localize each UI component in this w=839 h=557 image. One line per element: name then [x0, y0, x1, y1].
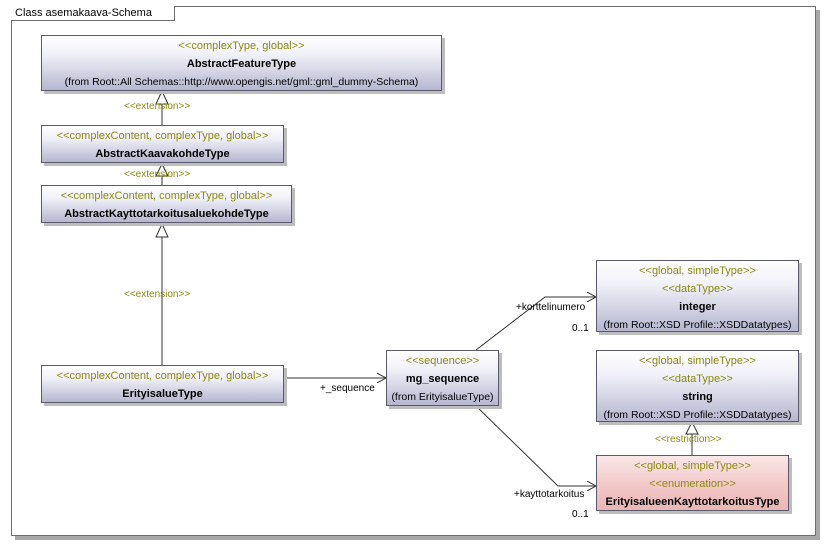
association-korttelinumero-line — [475, 297, 596, 351]
extension-label: <<extension>> — [124, 169, 191, 180]
class-box-mg-sequence[interactable]: <<sequence>> mg_sequence (from Erityisal… — [386, 350, 499, 406]
stereotype-label: <<sequence>> — [405, 355, 480, 367]
stereotype-label: <<global, simpleType>> — [639, 355, 756, 367]
korttelinumero-role-label: +korttelinumero — [516, 302, 586, 313]
class-name: AbstractKaavakohdeType — [95, 148, 230, 160]
class-name: ErityisalueType — [122, 388, 203, 400]
class-box-integer[interactable]: <<global, simpleType>> <<dataType>> inte… — [596, 260, 799, 332]
generalization-arrowhead-erityisalue — [155, 222, 169, 238]
class-name: integer — [679, 301, 716, 313]
sequence-role-label: +_sequence — [320, 383, 375, 394]
stereotype-label: <<complexContent, complexType, global>> — [56, 370, 269, 382]
restriction-label: <<restriction>> — [655, 434, 722, 445]
from-label: (from ErityisalueType) — [391, 391, 494, 403]
class-box-string[interactable]: <<global, simpleType>> <<dataType>> stri… — [596, 350, 799, 422]
class-name: mg_sequence — [405, 373, 480, 385]
from-label: (from Root::XSD Profile::XSDDatatypes) — [603, 409, 792, 421]
from-label: (from Root::XSD Profile::XSDDatatypes) — [603, 319, 792, 331]
korttelinumero-multiplicity: 0..1 — [572, 323, 589, 334]
stereotype-label: <<complexType, global>> — [178, 40, 305, 52]
stereotype-label: <<complexContent, complexType, global>> — [60, 190, 273, 202]
kayttotarkoitus-multiplicity: 0..1 — [572, 509, 589, 520]
stereotype-label: <<dataType>> — [662, 283, 733, 295]
kayttotarkoitus-role-label: +kayttotarkoitus — [514, 489, 585, 500]
class-box-abstract-kaavakohde-type[interactable]: <<complexContent, complexType, global>> … — [41, 125, 284, 163]
stereotype-label: <<global, simpleType>> — [634, 460, 751, 472]
diagram-title: Class asemakaava-Schema — [11, 6, 175, 21]
generalization-arrowhead-kaavakohde — [155, 89, 169, 105]
stereotype-label: <<dataType>> — [662, 373, 733, 385]
class-box-erityisalueen-kayttotarkoitus-type[interactable]: <<global, simpleType>> <<enumeration>> E… — [596, 455, 789, 511]
generalization-arrowhead-kayttotarkoitus — [155, 162, 169, 177]
class-box-erityisalue-type[interactable]: <<complexContent, complexType, global>> … — [41, 365, 284, 403]
stereotype-label: <<complexContent, complexType, global>> — [56, 130, 269, 142]
stereotype-label: <<global, simpleType>> — [639, 265, 756, 277]
class-name: AbstractKayttotarkoitusaluekohdeType — [64, 208, 269, 220]
class-name: AbstractFeatureType — [186, 58, 297, 70]
association-kayttotarkoitus-line — [475, 405, 596, 486]
restriction-arrowhead — [685, 420, 699, 435]
class-box-abstract-feature-type[interactable]: <<complexType, global>> AbstractFeatureT… — [41, 35, 442, 91]
from-label: (from Root::All Schemas::http://www.open… — [64, 76, 419, 88]
extension-label: <<extension>> — [124, 101, 191, 112]
class-box-abstract-kayttotarkoitus-type[interactable]: <<complexContent, complexType, global>> … — [41, 185, 292, 223]
class-name: string — [682, 391, 713, 403]
class-name: ErityisalueenKayttotarkoitusType — [605, 496, 780, 508]
stereotype-label: <<enumeration>> — [649, 478, 736, 490]
extension-label: <<extension>> — [124, 289, 191, 300]
